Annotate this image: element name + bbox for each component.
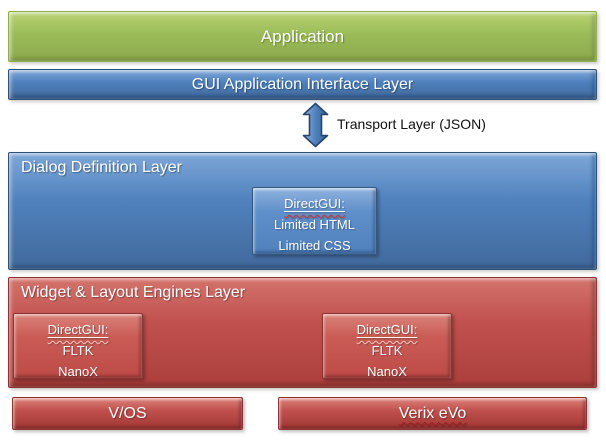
directgui-line-limited-css: Limited CSS <box>278 238 351 253</box>
directgui-line-fltk: FLTK <box>371 343 403 358</box>
vos-label: V/OS <box>108 404 147 422</box>
directgui-line-nanox: NanoX <box>58 364 98 379</box>
widget-layout-layer-title: Widget & Layout Engines Layer <box>21 284 246 301</box>
directgui-heading: DirectGUI: <box>356 322 418 337</box>
vos-bar: V/OS <box>12 397 243 430</box>
gui-interface-layer-bar: GUI Application Interface Layer <box>8 69 597 100</box>
directgui-fltk-box-right: DirectGUI: FLTK NanoX <box>322 313 452 379</box>
directgui-line-fltk: FLTK <box>62 343 94 358</box>
directgui-fltk-box-left: DirectGUI: FLTK NanoX <box>13 313 143 379</box>
directgui-line-limited-html: Limited HTML <box>274 217 355 232</box>
directgui-line-nanox: NanoX <box>367 364 407 379</box>
application-layer-label: Application <box>260 26 345 46</box>
application-layer-bar: Application <box>8 11 597 62</box>
verix-evo-bar: Verix eVo <box>278 397 587 430</box>
verix-evo-label: Verix eVo <box>398 404 467 422</box>
dialog-definition-layer-title: Dialog Definition Layer <box>21 159 182 176</box>
gui-interface-layer-label: GUI Application Interface Layer <box>191 75 414 93</box>
directgui-heading: DirectGUI: <box>47 322 109 337</box>
directgui-html-css-box: DirectGUI: Limited HTML Limited CSS <box>252 187 377 255</box>
directgui-heading: DirectGUI: <box>284 196 345 211</box>
transport-layer-label: Transport Layer (JSON) <box>337 116 486 132</box>
transport-double-arrow-icon <box>302 102 329 148</box>
